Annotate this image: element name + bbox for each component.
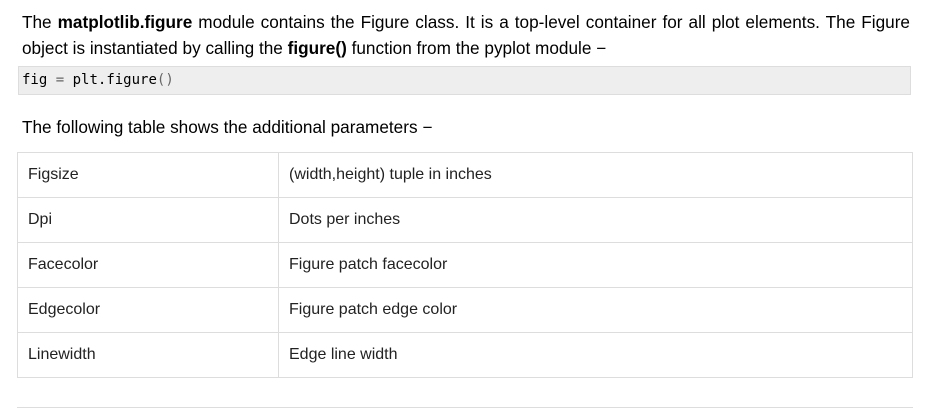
table-row: Figsize (width,height) tuple in inches bbox=[17, 152, 913, 198]
table-row: Dpi Dots per inches bbox=[17, 197, 913, 243]
intro-paragraph: The matplotlib.figure module contains th… bbox=[22, 9, 910, 61]
table-intro-text: The following table shows the additional… bbox=[22, 117, 433, 137]
intro-text-2: module contains the Figure class. It is … bbox=[22, 12, 910, 58]
param-description-cell: (width,height) tuple in inches bbox=[278, 152, 913, 198]
table-row: Edgecolor Figure patch edge color bbox=[17, 287, 913, 333]
code-call: plt.figure bbox=[72, 72, 157, 88]
code-var: fig bbox=[22, 72, 48, 88]
code-operator: = bbox=[55, 72, 65, 88]
param-description-cell: Figure patch edge color bbox=[278, 287, 913, 333]
param-name-cell: Edgecolor bbox=[17, 287, 279, 333]
param-description-cell: Dots per inches bbox=[278, 197, 913, 243]
parameters-table: Figsize (width,height) tuple in inches D… bbox=[17, 152, 913, 378]
function-name: figure() bbox=[287, 38, 347, 58]
param-description-cell: Figure patch facecolor bbox=[278, 242, 913, 288]
param-name-cell: Linewidth bbox=[17, 332, 279, 378]
param-name-cell: Figsize bbox=[17, 152, 279, 198]
table-row: Facecolor Figure patch facecolor bbox=[17, 242, 913, 288]
param-name-cell: Dpi bbox=[17, 197, 279, 243]
code-block: fig = plt.figure() bbox=[18, 66, 911, 95]
param-name-cell: Facecolor bbox=[17, 242, 279, 288]
module-name: matplotlib.figure bbox=[57, 12, 193, 32]
param-description-cell: Edge line width bbox=[278, 332, 913, 378]
section-divider bbox=[17, 407, 913, 408]
code-parens: () bbox=[156, 72, 174, 88]
table-row: Linewidth Edge line width bbox=[17, 332, 913, 378]
intro-text-3: function from the pyplot module − bbox=[346, 38, 607, 58]
intro-text-1: The bbox=[22, 12, 58, 32]
